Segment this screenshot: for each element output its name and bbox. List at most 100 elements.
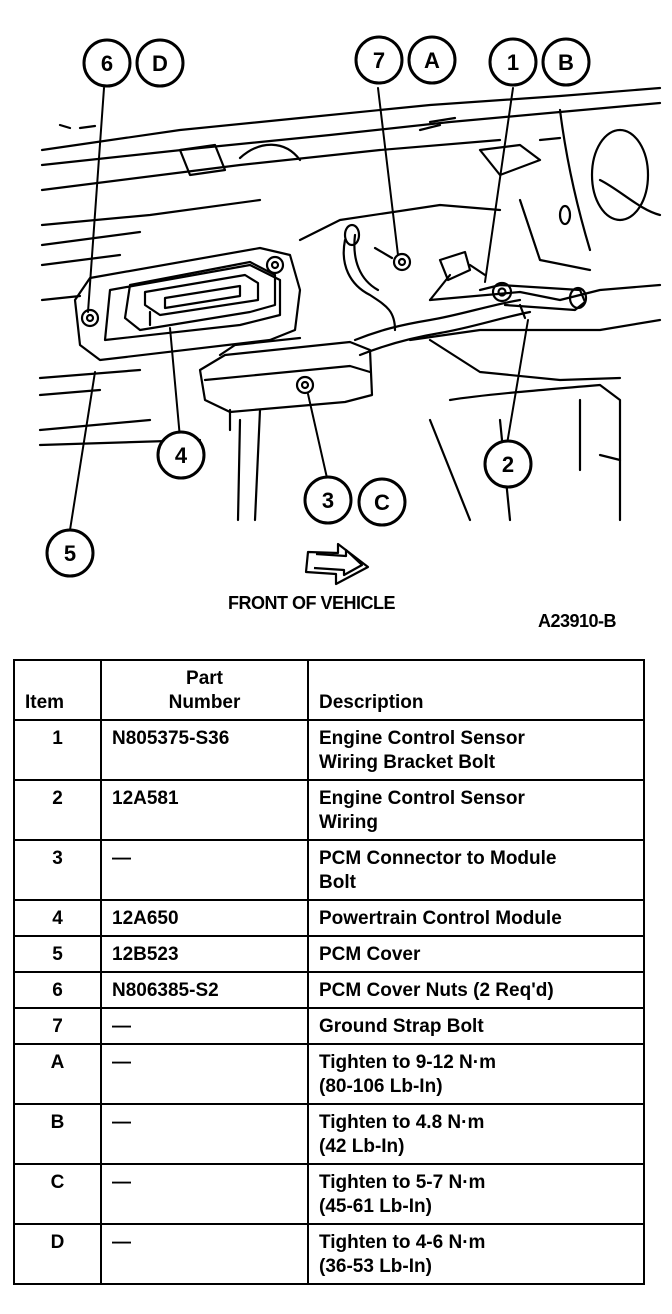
table-row: 4 12A650 Powertrain Control Module bbox=[13, 899, 645, 937]
cell-item: 4 bbox=[13, 899, 102, 937]
header-part-number: Part Number bbox=[100, 659, 309, 721]
desc-line1: Engine Control Sensor bbox=[319, 728, 525, 749]
cell-part: — bbox=[100, 1223, 309, 1285]
desc-line2: Wiring Bracket Bolt bbox=[319, 752, 496, 773]
cell-item: D bbox=[13, 1223, 102, 1285]
header-item: Item bbox=[13, 659, 102, 721]
desc-line2: (42 Lb-In) bbox=[319, 1136, 405, 1157]
cell-description: PCM Cover bbox=[307, 935, 645, 973]
cell-description: Tighten to 4.8 N·m (42 Lb-In) bbox=[307, 1103, 645, 1165]
table-header-row: Item Part Number Description bbox=[13, 659, 645, 721]
table-row: C — Tighten to 5-7 N·m (45-61 Lb-In) bbox=[13, 1163, 645, 1225]
cell-item: A bbox=[13, 1043, 102, 1105]
callout-6-label: 6 bbox=[101, 51, 113, 76]
callout-7-label: 7 bbox=[373, 48, 385, 73]
cell-part: — bbox=[100, 1163, 309, 1225]
cell-part: — bbox=[100, 1007, 309, 1045]
cell-part: — bbox=[100, 1043, 309, 1105]
pcm-cover-nut-right bbox=[265, 255, 285, 275]
callout-2-label: 2 bbox=[502, 452, 514, 477]
header-part-line2: Number bbox=[168, 692, 241, 713]
callout-A: A bbox=[407, 35, 457, 85]
vehicle-structure-right bbox=[298, 108, 662, 522]
callout-1: 1 bbox=[488, 37, 538, 87]
leader-lines bbox=[69, 87, 529, 531]
callout-4: 4 bbox=[156, 430, 206, 480]
callout-3: 3 bbox=[303, 475, 353, 525]
desc-line1: Engine Control Sensor bbox=[319, 788, 525, 809]
cell-item: 1 bbox=[13, 719, 102, 781]
figure-id: A23910-B bbox=[538, 611, 617, 631]
callout-B: B bbox=[541, 37, 591, 87]
cell-description: Tighten to 5-7 N·m (45-61 Lb-In) bbox=[307, 1163, 645, 1225]
callout-C-label: C bbox=[374, 490, 390, 515]
front-direction-arrow bbox=[304, 542, 370, 586]
cell-part: — bbox=[100, 839, 309, 901]
desc-line2: Wiring bbox=[319, 812, 378, 833]
engine-control-sensor-wiring bbox=[353, 283, 588, 357]
cell-item: B bbox=[13, 1103, 102, 1165]
table-row: A — Tighten to 9-12 N·m (80-106 Lb-In) bbox=[13, 1043, 645, 1105]
table-row: B — Tighten to 4.8 N·m (42 Lb-In) bbox=[13, 1103, 645, 1165]
table-row: 7 — Ground Strap Bolt bbox=[13, 1007, 645, 1045]
cell-item: 5 bbox=[13, 935, 102, 973]
desc-line1: Tighten to 9-12 N·m bbox=[319, 1052, 496, 1073]
cell-description: Tighten to 9-12 N·m (80-106 Lb-In) bbox=[307, 1043, 645, 1105]
cell-item: 2 bbox=[13, 779, 102, 841]
cell-part: N805375-S36 bbox=[100, 719, 309, 781]
desc-line2: (36-53 Lb-In) bbox=[319, 1256, 432, 1277]
desc-line1: Tighten to 4-6 N·m bbox=[319, 1232, 486, 1253]
desc-line1: Tighten to 5-7 N·m bbox=[319, 1172, 486, 1193]
front-of-vehicle-caption: FRONT OF VEHICLE bbox=[228, 593, 396, 613]
callout-D: D bbox=[135, 38, 185, 88]
cell-part: 12A581 bbox=[100, 779, 309, 841]
callout-6: 6 bbox=[82, 38, 132, 88]
cell-part: 12A650 bbox=[100, 899, 309, 937]
cell-part: 12B523 bbox=[100, 935, 309, 973]
callout-7: 7 bbox=[354, 35, 404, 85]
header-part-line1: Part bbox=[186, 668, 223, 689]
table-row: 5 12B523 PCM Cover bbox=[13, 935, 645, 973]
cell-description: PCM Cover Nuts (2 Req'd) bbox=[307, 971, 645, 1009]
callout-B-label: B bbox=[558, 50, 574, 75]
wiring-bracket-bolt bbox=[491, 281, 513, 303]
cell-description: Ground Strap Bolt bbox=[307, 1007, 645, 1045]
desc-line1: Tighten to 4.8 N·m bbox=[319, 1112, 485, 1133]
header-description: Description bbox=[307, 659, 645, 721]
callout-1-label: 1 bbox=[507, 50, 519, 75]
cell-description: Powertrain Control Module bbox=[307, 899, 645, 937]
cell-item: 3 bbox=[13, 839, 102, 901]
desc-line1: PCM Connector to Module bbox=[319, 848, 557, 869]
desc-line2: Bolt bbox=[319, 872, 356, 893]
powertrain-control-module bbox=[123, 260, 277, 332]
callout-3-label: 3 bbox=[322, 488, 334, 513]
dash-panel-lines bbox=[38, 86, 662, 447]
callout-2: 2 bbox=[483, 439, 533, 489]
callout-A-label: A bbox=[424, 48, 440, 73]
cell-item: C bbox=[13, 1163, 102, 1225]
cell-item: 7 bbox=[13, 1007, 102, 1045]
table-row: D — Tighten to 4-6 N·m (36-53 Lb-In) bbox=[13, 1223, 645, 1285]
cell-item: 6 bbox=[13, 971, 102, 1009]
callout-C: C bbox=[357, 477, 407, 527]
cell-part: — bbox=[100, 1103, 309, 1165]
table-row: 6 N806385-S2 PCM Cover Nuts (2 Req'd) bbox=[13, 971, 645, 1009]
desc-line2: (80-106 Lb-In) bbox=[319, 1076, 443, 1097]
callout-5-label: 5 bbox=[64, 541, 76, 566]
desc-line2: (45-61 Lb-In) bbox=[319, 1196, 432, 1217]
callout-5: 5 bbox=[45, 528, 95, 578]
pcm-cover-nut-left bbox=[80, 308, 100, 328]
callout-D-label: D bbox=[152, 51, 168, 76]
pcm-cover bbox=[73, 246, 302, 362]
parts-table: Item Part Number Description 1 N805375-S… bbox=[13, 659, 645, 1285]
ground-strap bbox=[342, 223, 487, 332]
cell-description: Tighten to 4-6 N·m (36-53 Lb-In) bbox=[307, 1223, 645, 1285]
cell-part: N806385-S2 bbox=[100, 971, 309, 1009]
callout-4-label: 4 bbox=[175, 443, 188, 468]
